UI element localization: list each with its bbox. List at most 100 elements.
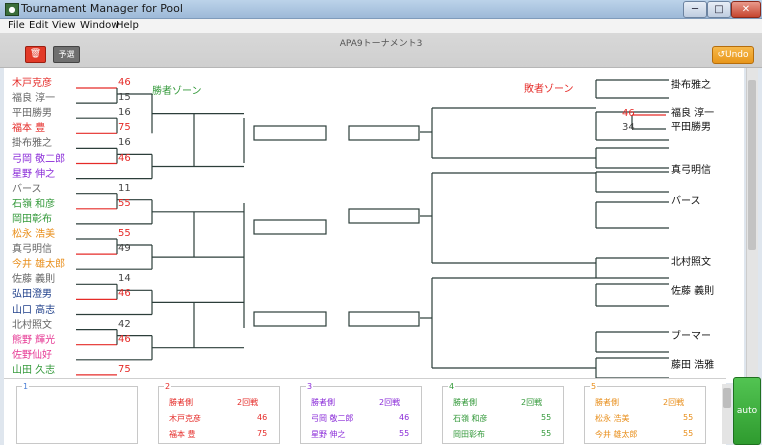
delete-button[interactable]: 🗑 (25, 46, 46, 63)
loser-player-name[interactable]: 北村照文 (671, 257, 711, 268)
player-name[interactable]: 佐野仙好 (12, 349, 52, 361)
player-name[interactable]: 山口 高志 (12, 304, 56, 316)
match-number: 5 (590, 382, 598, 391)
player-name[interactable]: バース (12, 183, 42, 195)
match-s1: 55 (541, 413, 552, 422)
match-score[interactable]: 75 (118, 122, 131, 134)
match-score[interactable]: 49 (118, 243, 131, 255)
panel-scroll-thumb[interactable] (723, 388, 731, 408)
player-name[interactable]: 福本 豊 (12, 123, 46, 135)
match-s1: 55 (683, 413, 694, 422)
match-score[interactable]: 46 (118, 333, 131, 345)
loser-player-name[interactable]: バース (671, 196, 701, 207)
player-name[interactable]: 山田 久志 (12, 364, 56, 376)
loser-player-name[interactable]: 藤田 浩雅 (671, 360, 715, 371)
match-p2: 福本 豊 (169, 430, 196, 439)
loser-match-score[interactable]: 34 (622, 122, 635, 133)
match-s2: 55 (683, 429, 694, 438)
close-button[interactable]: ✕ (731, 1, 761, 18)
match-side: 勝者側 (311, 398, 335, 407)
minimize-button[interactable]: ─ (683, 1, 707, 18)
match-number: 4 (448, 382, 456, 391)
maximize-button[interactable]: □ (707, 1, 731, 18)
loser-player-name[interactable]: 真弓明信 (671, 165, 711, 176)
match-slot[interactable] (253, 125, 327, 141)
match-round: 2回戦 (663, 398, 685, 407)
match-round: 2回戦 (237, 398, 259, 407)
match-score[interactable]: 42 (118, 318, 131, 330)
loser-match-score[interactable]: 46 (622, 108, 635, 119)
player-name[interactable]: 掛布雅之 (12, 138, 52, 150)
menu-help[interactable]: Help (116, 20, 139, 31)
player-name[interactable]: 熊野 輝光 (12, 334, 56, 346)
loser-player-name[interactable]: 佐藤 義則 (671, 286, 715, 297)
match-score[interactable]: 11 (118, 182, 131, 194)
match-score[interactable]: 46 (118, 152, 131, 164)
player-name[interactable]: 北村照文 (12, 319, 52, 331)
match-score[interactable]: 16 (118, 107, 131, 119)
match-s2: 55 (541, 429, 552, 438)
match-p1: 木戸克彦 (169, 414, 201, 423)
prelim-button[interactable]: 予選 (53, 46, 80, 63)
window-title: Tournament Manager for Pool (21, 2, 183, 15)
scroll-thumb[interactable] (748, 80, 756, 250)
undo-button[interactable]: ↺Undo (712, 46, 754, 64)
match-number: 1 (22, 382, 30, 391)
match-side: 勝者側 (595, 398, 619, 407)
match-number: 2 (164, 382, 172, 391)
player-name[interactable]: 真弓明信 (12, 244, 52, 256)
player-name[interactable]: 佐藤 義則 (12, 274, 56, 286)
match-side: 勝者側 (453, 398, 477, 407)
player-name[interactable]: 松永 浩美 (12, 229, 56, 240)
match-score[interactable]: 55 (118, 197, 131, 209)
player-name[interactable]: 今井 雄太郎 (12, 259, 66, 271)
match-p2: 今井 雄太郎 (595, 430, 638, 439)
loser-player-name[interactable]: 福良 淳一 (671, 108, 715, 119)
match-score[interactable]: 75 (118, 363, 131, 375)
match-score[interactable]: 14 (118, 273, 131, 285)
match-slot[interactable] (253, 219, 327, 235)
vertical-scrollbar[interactable] (746, 68, 758, 383)
document-title: APA9トーナメント3 (339, 39, 423, 49)
menu-view[interactable]: View (52, 20, 76, 31)
match-score[interactable]: 16 (118, 137, 131, 149)
player-name[interactable]: 岡田彰布 (12, 213, 52, 225)
player-name[interactable]: 福良 淳一 (12, 93, 56, 105)
undo-label: Undo (725, 50, 749, 60)
loser-player-name[interactable]: 平田勝男 (671, 122, 711, 133)
match-card[interactable]: 1 (16, 382, 138, 444)
menu-bar: File Edit View Window Help (0, 19, 762, 33)
match-number: 3 (306, 382, 314, 391)
match-round: 2回戦 (521, 398, 543, 407)
menu-file[interactable]: File (8, 20, 25, 31)
menu-edit[interactable]: Edit (29, 20, 49, 31)
auto-button[interactable]: auto (733, 377, 761, 445)
player-name[interactable]: 弓岡 敬二郎 (12, 153, 66, 165)
match-score[interactable]: 46 (118, 288, 131, 300)
player-name[interactable]: 平田勝男 (12, 108, 52, 120)
match-s2: 75 (257, 429, 268, 438)
match-score[interactable]: 46 (118, 77, 131, 88)
match-s1: 46 (399, 413, 410, 422)
panel-scrollbar[interactable] (722, 384, 732, 444)
menu-window[interactable]: Window (80, 20, 120, 31)
bracket-canvas[interactable]: 勝者ゾーン 敗者ゾーン 木戸克彦福良 淳一平田勝男福本 豊掛布雅之弓岡 敬二郎星… (4, 68, 744, 383)
loser-player-name[interactable]: ブーマー (671, 331, 711, 342)
match-slot[interactable] (348, 208, 420, 224)
match-slot[interactable] (348, 125, 420, 141)
match-score[interactable]: 15 (118, 92, 131, 104)
player-name[interactable]: 木戸克彦 (12, 78, 52, 89)
player-name[interactable]: 弘田澄男 (12, 289, 52, 301)
loser-player-name[interactable]: 掛布雅之 (671, 80, 711, 91)
player-name[interactable]: 石嶺 和彦 (12, 198, 56, 210)
match-slot[interactable] (253, 311, 327, 327)
match-score[interactable]: 55 (118, 228, 131, 239)
toolbar (0, 33, 762, 68)
match-slot[interactable] (348, 311, 420, 327)
player-name[interactable]: 星野 伸之 (12, 168, 56, 180)
